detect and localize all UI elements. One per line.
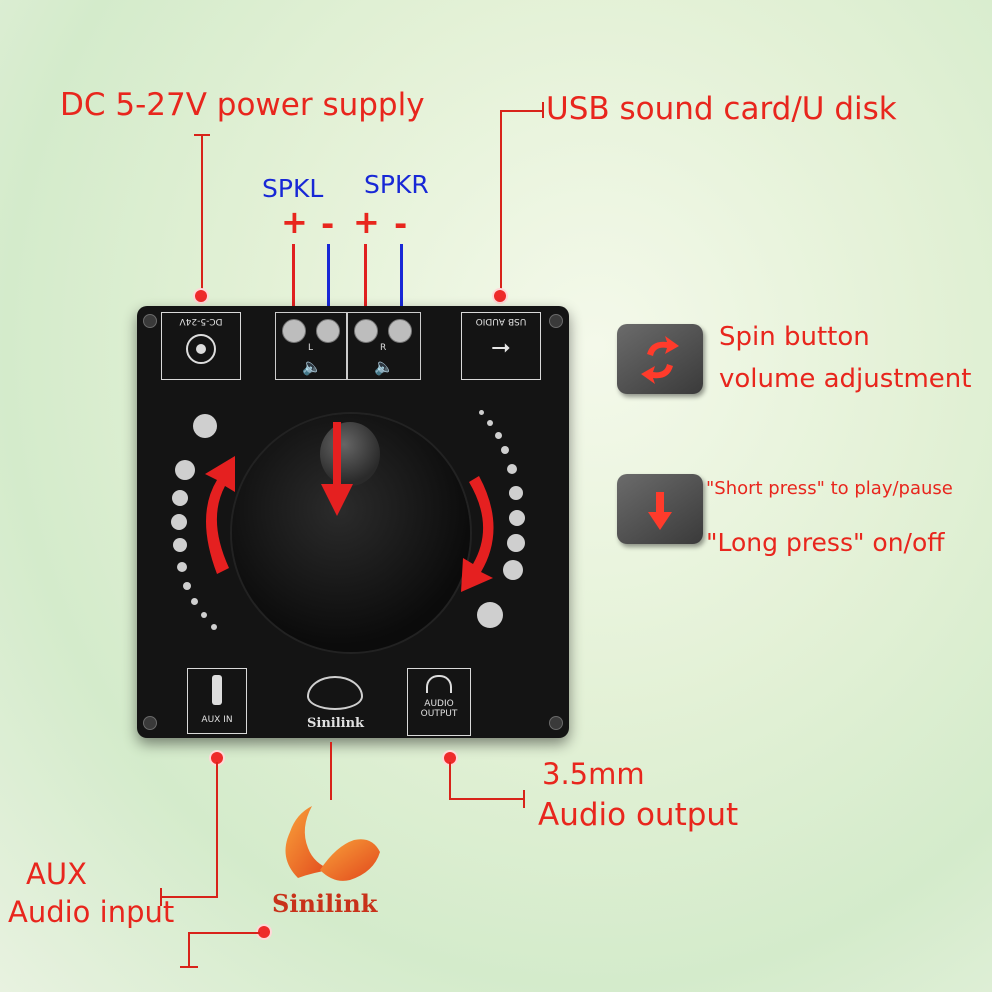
long-press-label: "Long press" on/off (706, 528, 945, 557)
terminal-screw-r-plus[interactable] (354, 319, 378, 343)
led-right-6 (509, 486, 523, 500)
led-left-4 (171, 514, 187, 530)
led-left-6 (177, 562, 187, 572)
usb-leader-line (500, 110, 502, 292)
aux-jack-icon (212, 675, 222, 705)
board-screw-top-right (549, 314, 563, 328)
press-arrow-small-icon (648, 492, 672, 530)
extra-leader-line (188, 932, 190, 968)
power-leader-cap (194, 134, 210, 136)
aux-in-port[interactable]: AUX IN (187, 668, 247, 734)
spkl-plus: + (281, 203, 308, 241)
led-right-8 (507, 534, 525, 552)
amplifier-board: DC-5-24V L R 🔈 🔈 USB AUDIO ⭢ (137, 306, 569, 738)
output-leader-cap (523, 790, 525, 808)
spin-button-tile (617, 324, 703, 394)
short-press-label: "Short press" to play/pause (706, 478, 953, 499)
aux-leader-line (216, 762, 218, 898)
terminal-label-l: L (308, 343, 314, 353)
headphone-icon (426, 675, 452, 693)
output-size-label: 3.5mm (542, 757, 645, 791)
spkl-label: SPKL (262, 174, 324, 203)
board-screw-top-left (143, 314, 157, 328)
extra-marker-dot (258, 926, 270, 938)
power-supply-label: DC 5-27V power supply (60, 87, 425, 123)
led-right-7 (509, 510, 525, 526)
audio-output-label-2: OUTPUT (420, 709, 458, 719)
led-left-8 (191, 598, 198, 605)
speaker-icon-right: 🔈 (374, 357, 394, 376)
power-leader-line (201, 134, 203, 292)
terminal-label-r: R (380, 343, 387, 353)
led-left-3 (172, 490, 188, 506)
led-right-5 (507, 464, 517, 474)
usb-leader-cap (542, 102, 544, 118)
led-right-4 (501, 446, 509, 454)
speaker-terminal-block: L R 🔈 🔈 (275, 312, 421, 380)
led-right-3 (495, 432, 502, 439)
sinilink-logo-icon (285, 806, 380, 881)
volume-knob[interactable] (232, 414, 470, 652)
led-right-2 (487, 420, 493, 426)
usb-label: USB sound card/U disk (546, 91, 897, 127)
terminal-screw-l-minus[interactable] (316, 319, 340, 343)
extra-leader-horizontal (188, 932, 260, 934)
led-left-7 (183, 582, 191, 590)
knob-indicator-dimple (320, 422, 380, 486)
spkl-minus-wire (327, 244, 330, 312)
led-left-9 (201, 612, 207, 618)
dc-port[interactable]: DC-5-24V (161, 312, 241, 380)
output-leader-line (449, 762, 451, 800)
spkr-plus-wire (364, 244, 367, 312)
output-marker-dot (444, 752, 456, 764)
speaker-icon-left: 🔈 (302, 357, 322, 376)
usb-port[interactable]: USB AUDIO ⭢ (461, 312, 541, 380)
aux-leader-horizontal (160, 896, 218, 898)
press-button-tile (617, 474, 703, 544)
volume-adjust-label: volume adjustment (719, 364, 972, 394)
spkl-plus-wire (292, 244, 295, 312)
knob-rotation-arrows (205, 422, 494, 592)
board-logo-icon (307, 676, 363, 710)
aux-input-label: Audio input (8, 895, 175, 929)
led-right-9 (503, 560, 523, 580)
output-label: Audio output (538, 797, 739, 833)
led-left-5 (173, 538, 187, 552)
spkr-plus: + (353, 203, 380, 241)
terminal-screw-l-plus[interactable] (282, 319, 306, 343)
led-right-1 (479, 410, 484, 415)
press-arrow-icon (321, 422, 353, 516)
terminal-screw-r-minus[interactable] (388, 319, 412, 343)
brand-leader-line (330, 742, 332, 800)
audio-output-label-1: AUDIO (424, 699, 454, 709)
aux-marker-dot (211, 752, 223, 764)
usb-symbol-icon: ⭢ (491, 332, 511, 360)
extra-leader-cap (180, 966, 198, 968)
spin-button-label: Spin button (719, 322, 870, 352)
usb-leader-horizontal (500, 110, 542, 112)
spkr-minus: - (394, 205, 408, 243)
led-left-10 (211, 624, 217, 630)
aux-leader-cap (160, 888, 162, 906)
spkl-minus: - (321, 205, 335, 243)
aux-in-label: AUX IN (201, 715, 233, 725)
rotate-right-arrow-icon (461, 476, 494, 592)
board-screw-bottom-right (549, 716, 563, 730)
output-leader-horizontal (449, 798, 525, 800)
power-marker-dot (195, 290, 207, 302)
rotate-left-arrow-icon (205, 456, 235, 574)
board-brand-label: Sinilink (307, 716, 365, 731)
spin-arrows-icon (641, 336, 679, 384)
board-screw-bottom-left (143, 716, 157, 730)
led-right-10 (477, 602, 503, 628)
spkr-minus-wire (400, 244, 403, 312)
dc-jack-icon (186, 334, 216, 364)
audio-output-port[interactable]: AUDIO OUTPUT (407, 668, 471, 736)
usb-marker-dot (494, 290, 506, 302)
led-left-1 (193, 414, 217, 438)
aux-label: AUX (26, 857, 87, 891)
sinilink-brand-text: Sinilink (272, 889, 378, 918)
spkr-label: SPKR (364, 170, 429, 199)
led-left-2 (175, 460, 195, 480)
